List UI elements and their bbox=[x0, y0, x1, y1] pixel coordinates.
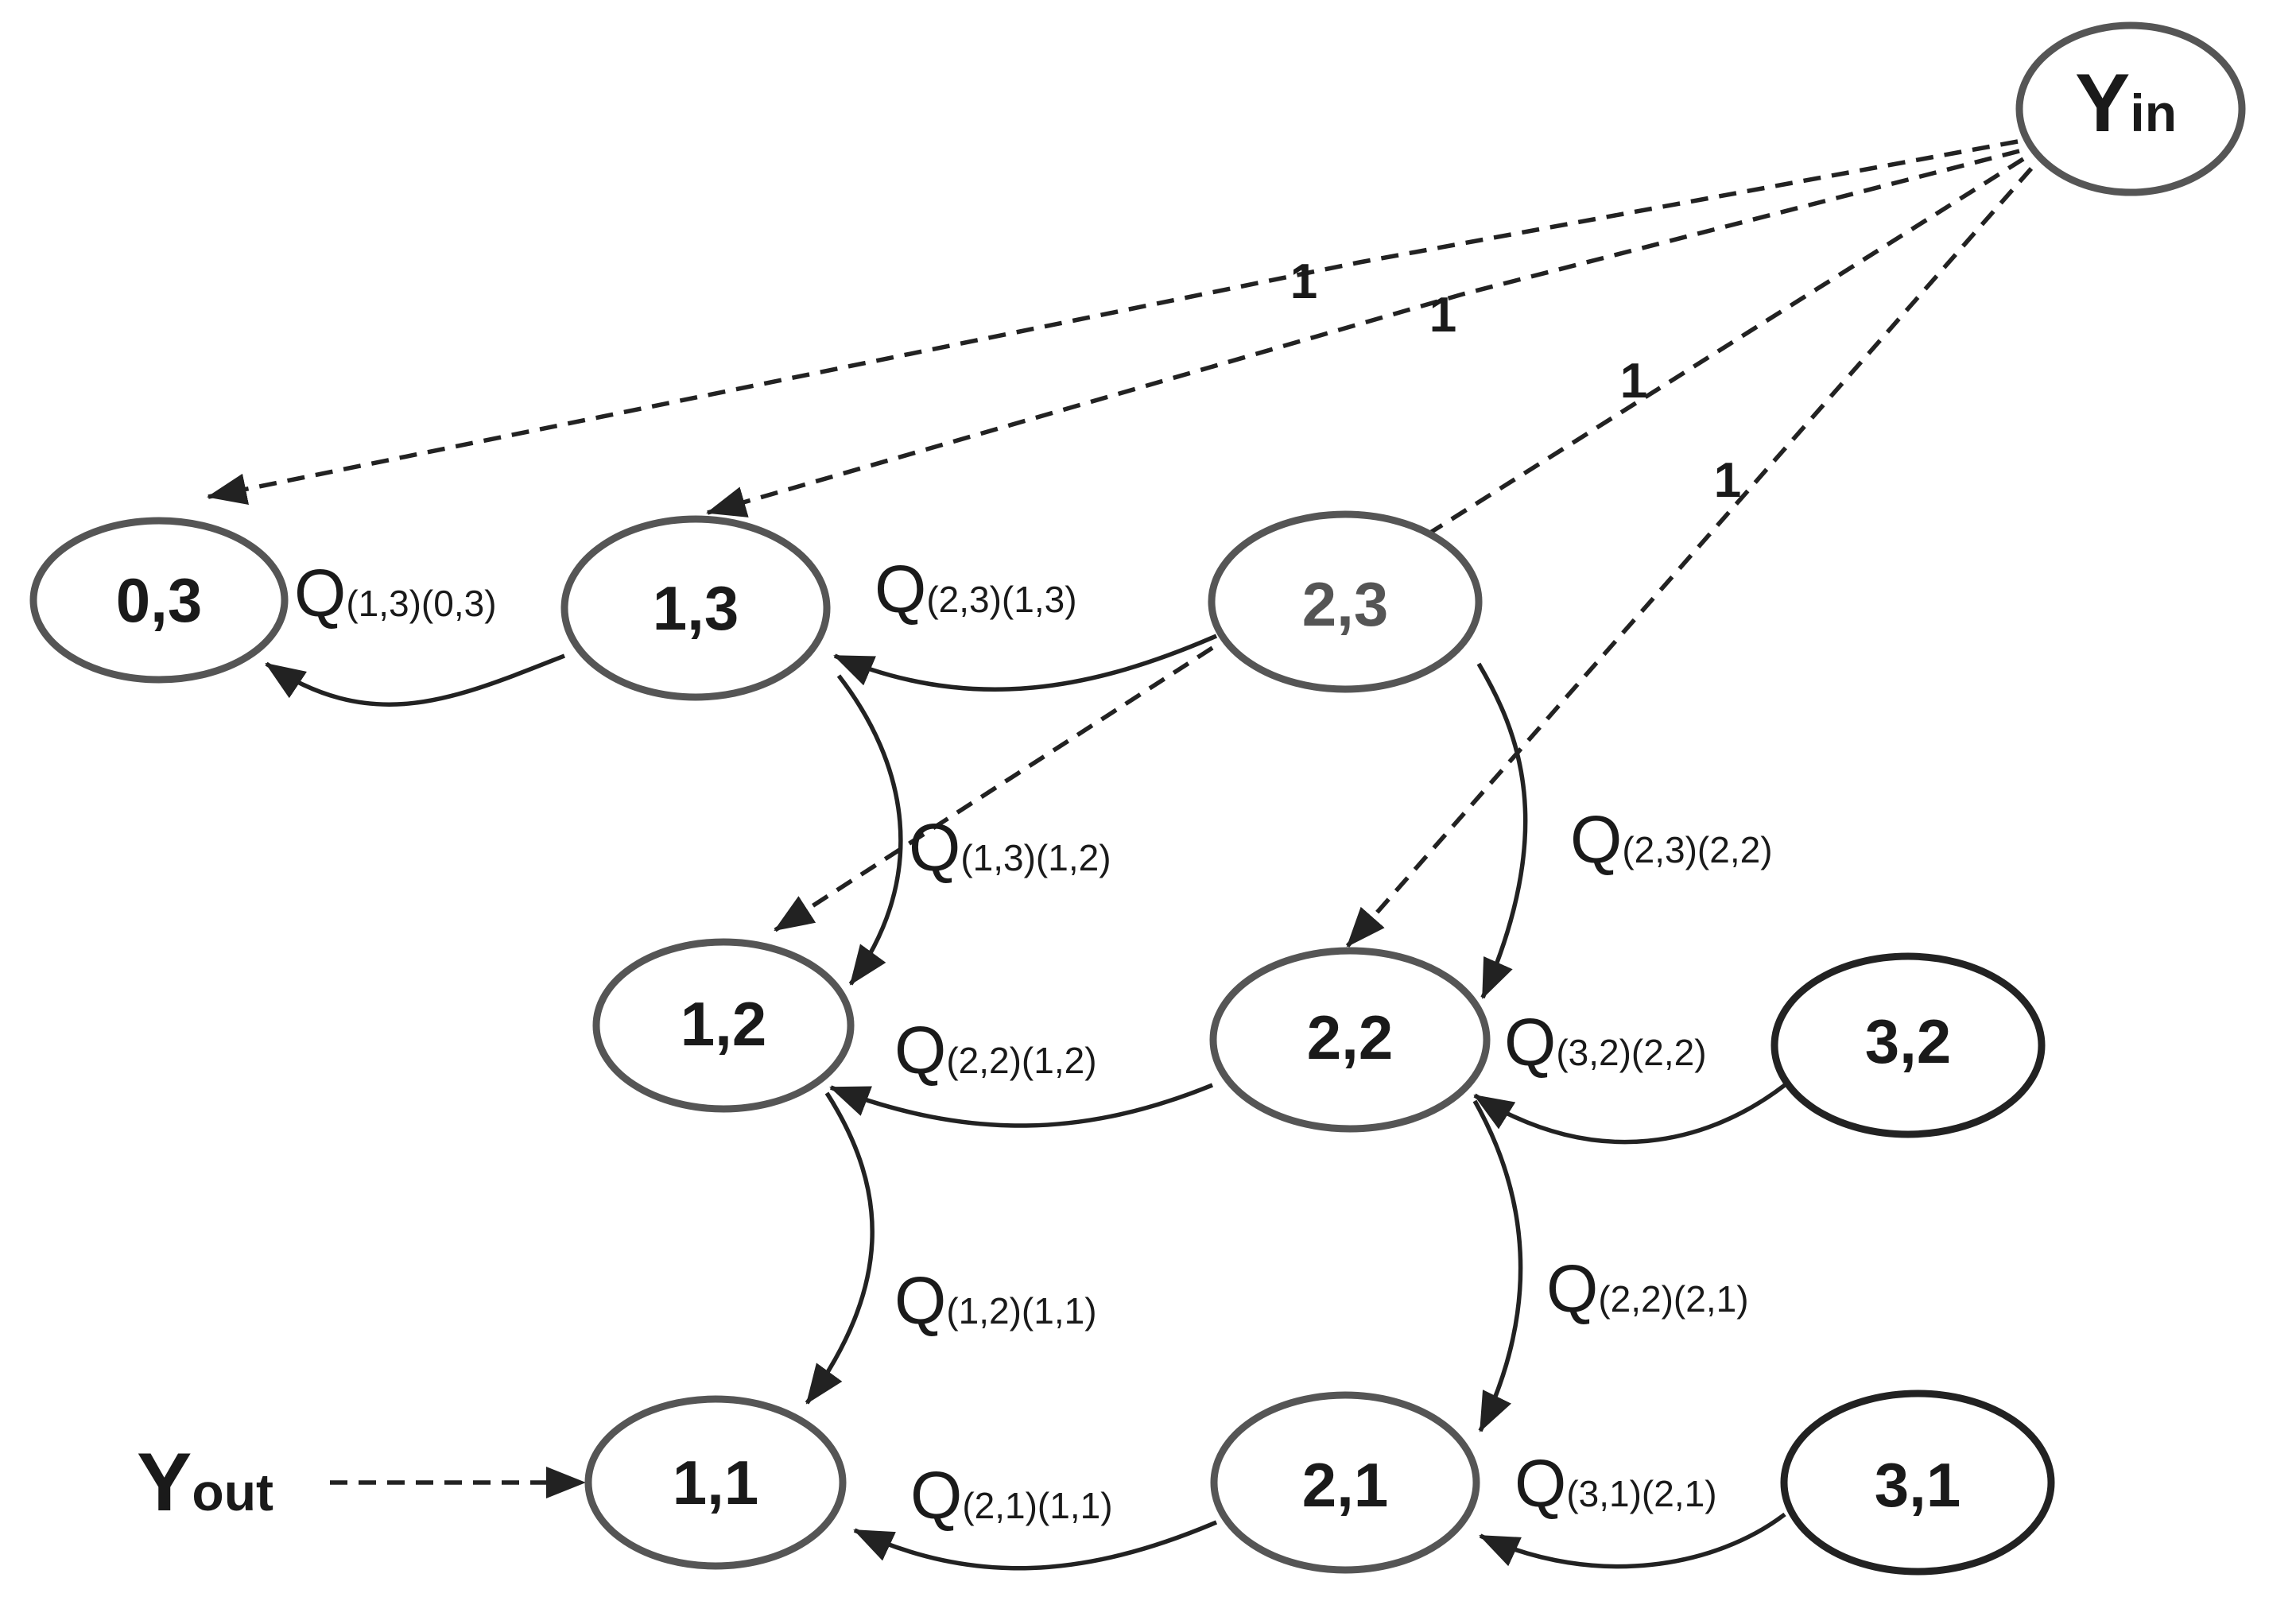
edge-2-3-to-1-3 bbox=[833, 634, 1218, 692]
edge-2-2-to-1-2 bbox=[829, 1083, 1214, 1128]
rate-label-2-1-to-1-1: Q(2,1)(1,1) bbox=[910, 1458, 1113, 1533]
rate-label-1-2-to-1-1: Q(1,2)(1,1) bbox=[894, 1263, 1097, 1338]
node-1-2-label: 1,2 bbox=[681, 989, 766, 1059]
edge-1-3-to-0-3 bbox=[265, 653, 566, 707]
node-2-2: 2,2 bbox=[1209, 947, 1491, 1133]
rate-label-1-3-to-0-3: Q(1,3)(0,3) bbox=[294, 556, 497, 630]
node-0-3: 0,3 bbox=[29, 517, 289, 684]
edge-1-2-to-1-1 bbox=[805, 1091, 875, 1405]
weight-label-to-2-3: 1 bbox=[1620, 354, 1647, 409]
node-1-3-label: 1,3 bbox=[653, 573, 739, 643]
rate-label-1-3-to-1-2: Q(1,3)(1,2) bbox=[909, 810, 1111, 885]
rate-label-2-3-to-2-2: Q(2,3)(2,2) bbox=[1570, 802, 1773, 877]
weight-label-to-1-3: 1 bbox=[1429, 288, 1456, 343]
y-out-label: Yout bbox=[137, 1436, 273, 1529]
node-3-1: 3,1 bbox=[1780, 1390, 2055, 1576]
rate-label-2-3-to-1-3: Q(2,3)(1,3) bbox=[875, 552, 1077, 626]
node-y-in: Yin bbox=[2015, 21, 2246, 196]
edge-yin-to-2-2 bbox=[1345, 167, 2034, 948]
y-in-label: Yin bbox=[2075, 57, 2177, 149]
node-2-2-label: 2,2 bbox=[1307, 1002, 1393, 1072]
weight-label-to-2-2: 1 bbox=[1714, 453, 1741, 508]
node-3-2: 3,2 bbox=[1770, 952, 2046, 1138]
edge-3-2-to-2-2 bbox=[1473, 1083, 1786, 1145]
node-2-3-label: 2,3 bbox=[1302, 569, 1388, 639]
edge-2-2-to-2-1 bbox=[1472, 1099, 1523, 1432]
weight-label-to-0-3: 1 bbox=[1290, 254, 1317, 309]
rate-label-3-1-to-2-1: Q(3,1)(2,1) bbox=[1515, 1446, 1717, 1521]
edge-3-1-to-2-1 bbox=[1479, 1512, 1786, 1569]
node-2-1-label: 2,1 bbox=[1302, 1450, 1388, 1520]
rate-label-2-2-to-1-2: Q(2,2)(1,2) bbox=[894, 1013, 1097, 1087]
edge-2-3-to-1-2 bbox=[774, 645, 1214, 932]
node-3-1-label: 3,1 bbox=[1875, 1450, 1961, 1520]
node-2-3: 2,3 bbox=[1208, 510, 1483, 693]
edge-2-3-to-2-2 bbox=[1476, 662, 1528, 999]
node-1-1-label: 1,1 bbox=[673, 1448, 758, 1518]
edge-1-3-to-1-2 bbox=[836, 674, 903, 986]
node-0-3-label: 0,3 bbox=[116, 565, 202, 635]
edge-yin-to-2-3 bbox=[1414, 157, 2025, 545]
edge-yin-to-1-3 bbox=[706, 149, 2020, 517]
node-2-1: 2,1 bbox=[1210, 1391, 1480, 1574]
rate-label-2-2-to-2-1: Q(2,2)(2,1) bbox=[1546, 1251, 1749, 1326]
node-1-2: 1,2 bbox=[592, 938, 855, 1113]
edge-2-1-to-1-1 bbox=[853, 1520, 1218, 1571]
input-edges bbox=[207, 139, 2034, 1498]
rate-label-3-2-to-2-2: Q(3,2)(2,2) bbox=[1504, 1005, 1707, 1080]
node-1-1: 1,1 bbox=[584, 1395, 847, 1570]
edge-yin-to-0-3 bbox=[207, 139, 2019, 506]
transition-edges bbox=[265, 634, 1786, 1571]
node-1-3: 1,3 bbox=[560, 515, 831, 701]
node-3-2-label: 3,2 bbox=[1865, 1006, 1951, 1076]
